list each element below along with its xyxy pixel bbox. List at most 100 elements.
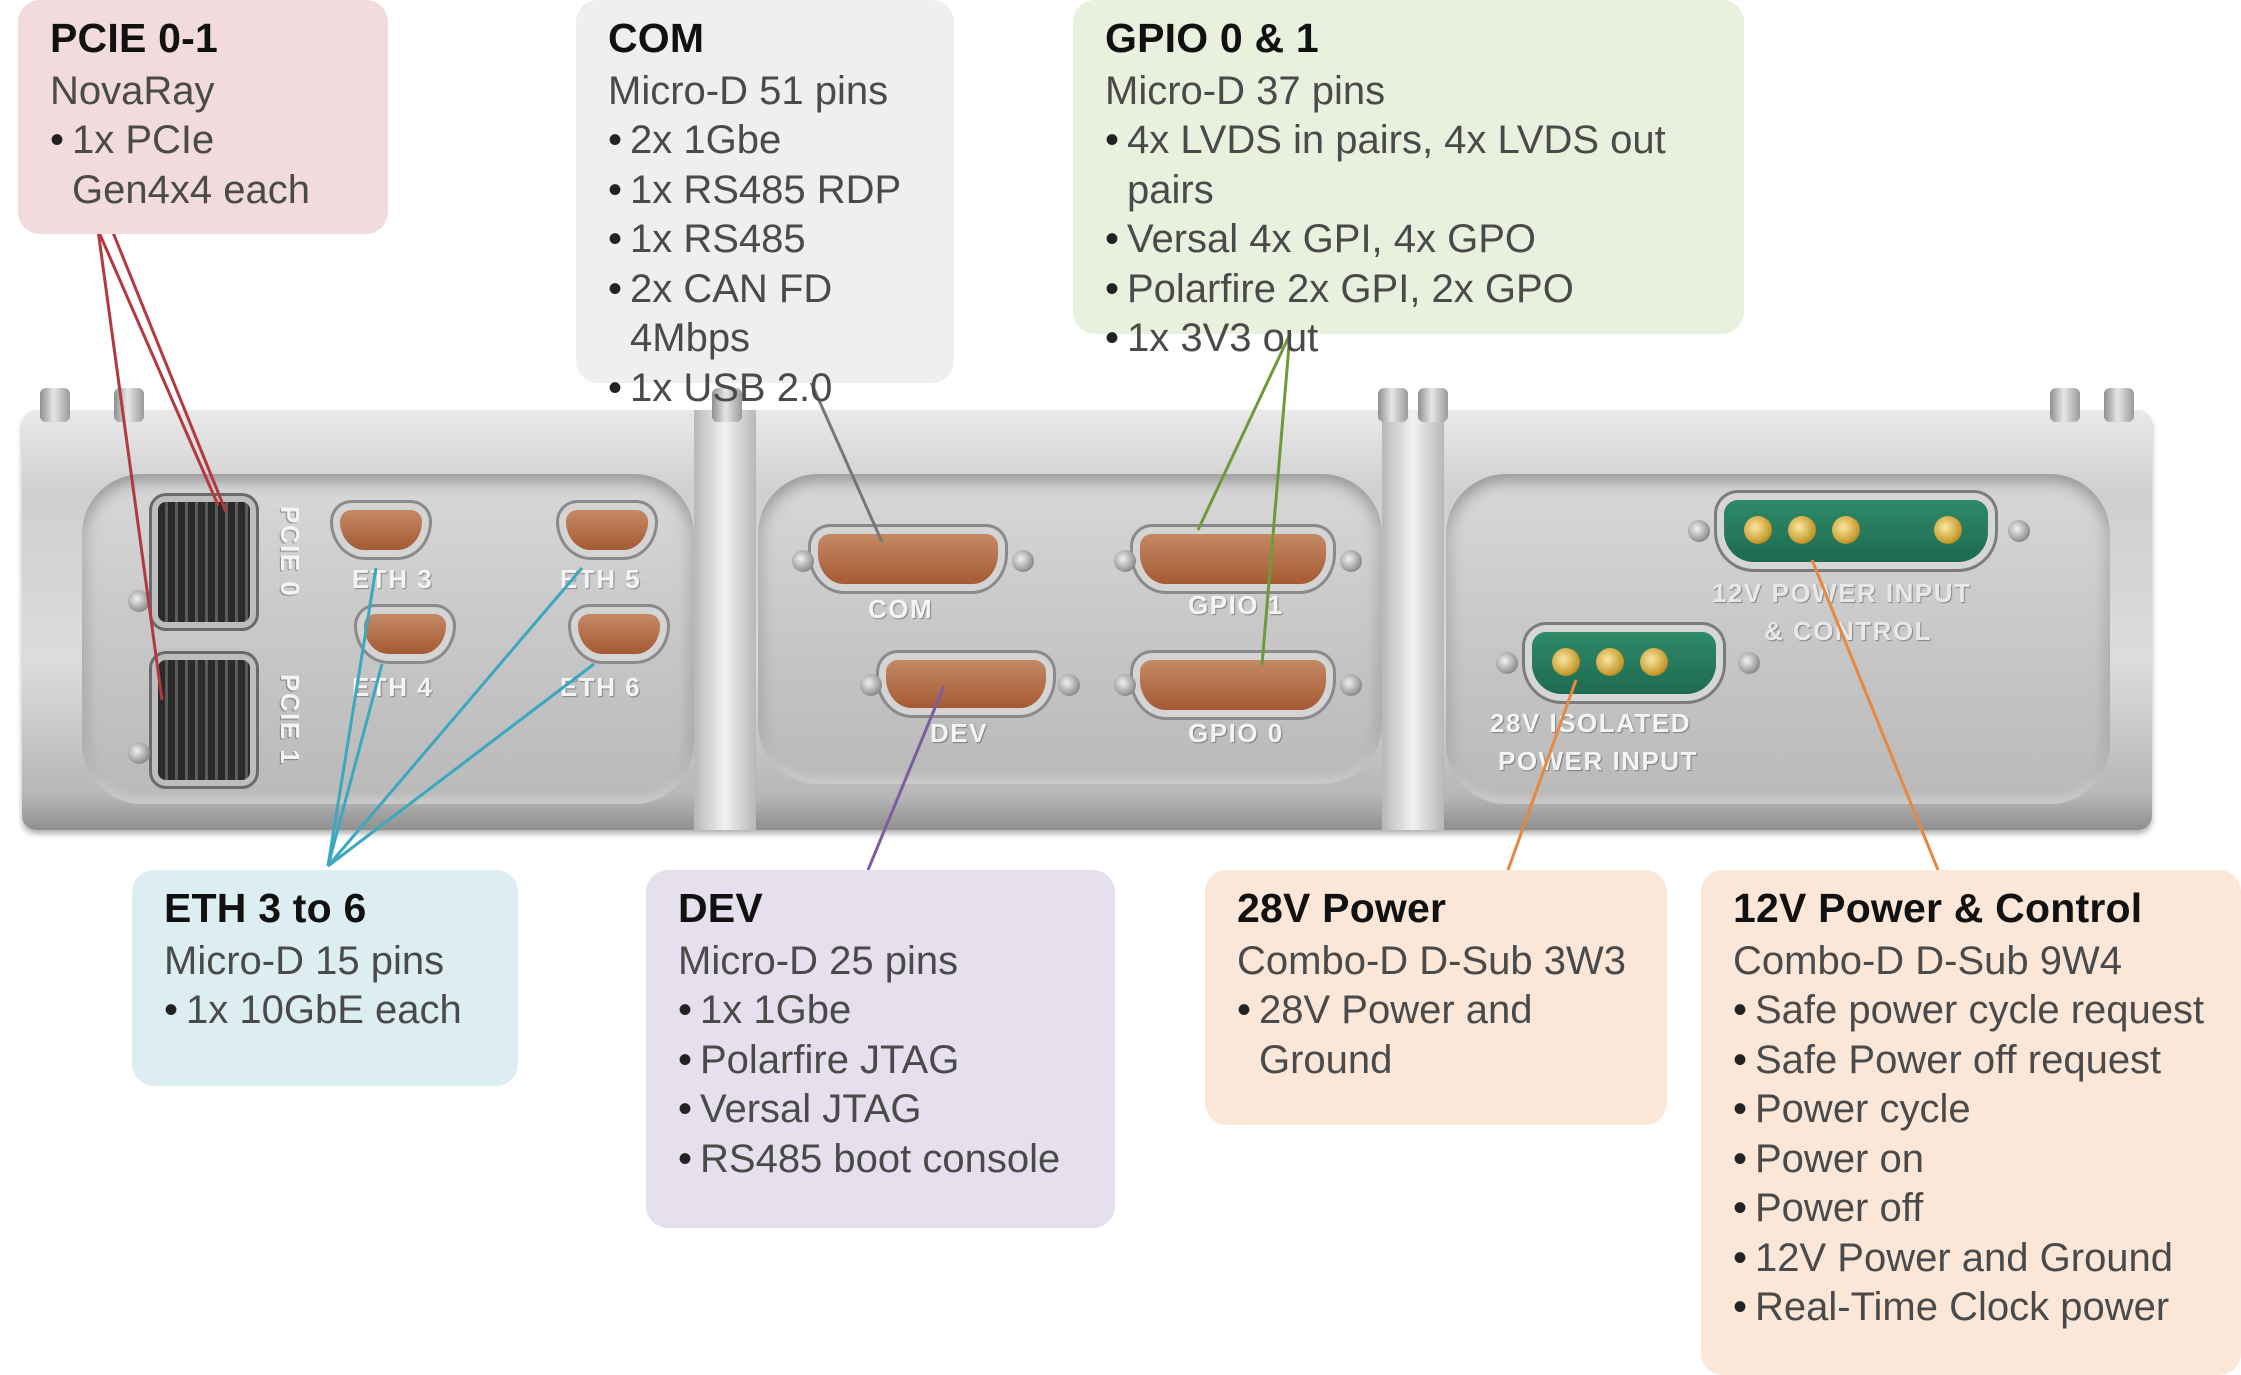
callout-item: Power cycle [1733,1085,2211,1135]
gpio-leader-line [1260,333,1292,666]
connector-screw [1688,520,1710,542]
pcie-leader-line [110,229,228,513]
eth-leader-line [326,567,584,867]
connector-screw [1496,652,1518,674]
callout-item: Power on [1733,1135,2211,1185]
eth3-connector [340,510,422,550]
chassis-bolt [40,388,70,422]
callout-power28: 28V Power Combo-D D-Sub 3W3 28V Power an… [1205,870,1667,1125]
eth5-connector [566,510,648,550]
eth4-label: ETH 4 [352,672,434,702]
panel-middle [758,474,1382,784]
callout-item: Safe power cycle request [1733,986,2211,1036]
dev-connector [886,660,1046,708]
connector-screw [1340,550,1362,572]
connector-chassis: PCIE 0 PCIE 1 ETH 3 ETH 5 ETH 4 ETH 6 CO… [22,382,2152,842]
eth-leader-line [327,662,595,868]
eth4-connector [364,614,446,654]
eth-leader-line [326,663,384,867]
callout-list: 1x 10GbE each [164,986,488,1036]
callout-list: 1x 1Gbe Polarfire JTAG Versal JTAG RS485… [678,986,1085,1184]
power12-pin [1744,516,1772,544]
callout-eth: ETH 3 to 6 Micro-D 15 pins 1x 10GbE each [132,870,518,1086]
com-label: COM [868,594,934,624]
callout-item: 1x 1Gbe [678,986,1085,1036]
callout-item: Versal JTAG [678,1085,1085,1135]
eth6-connector [578,614,660,654]
callout-title: 12V Power & Control [1733,885,2143,931]
callout-subtitle: NovaRay [50,69,215,113]
pcie1-connector [158,660,250,780]
pcie0-connector [158,502,250,622]
callout-title: COM [608,15,705,61]
callout-title: ETH 3 to 6 [164,885,367,931]
gpio0-label: GPIO 0 [1188,718,1284,748]
callout-title: GPIO 0 & 1 [1105,15,1319,61]
connector-screw [1738,652,1760,674]
power12-leader-line [1810,559,1940,871]
pcie0-label: PCIE 0 [275,506,305,598]
pcie1-label: PCIE 1 [275,674,305,766]
eth3-label: ETH 3 [352,564,434,594]
pcie-leader-line [96,229,220,506]
power28-pin [1640,648,1668,676]
eth6-label: ETH 6 [560,672,642,702]
connector-screw [1114,674,1136,696]
power28-label-line2: POWER INPUT [1498,746,1698,776]
connector-screw [860,674,882,696]
callout-subtitle: Combo-D D-Sub 3W3 [1237,939,1627,983]
callout-item: Polarfire JTAG [678,1036,1085,1086]
power28-pin [1552,648,1580,676]
callout-item: 1x 3V3 out [1105,314,1714,364]
callout-item: 28V Power and Ground [1237,986,1637,1085]
callout-item: Safe Power off request [1733,1036,2211,1086]
power28-leader-line [1506,679,1578,871]
callout-subtitle: Combo-D D-Sub 9W4 [1733,939,2123,983]
callout-item: Real-Time Clock power [1733,1283,2211,1333]
power28-label-line1: 28V ISOLATED [1490,708,1692,738]
callout-list: 2x 1Gbe 1x RS485 RDP 1x RS485 2x CAN FD … [608,116,924,413]
callout-item: 1x PCIe Gen4x4 each [50,116,358,215]
gpio-leader-line [1196,333,1292,531]
callout-title: PCIE 0-1 [50,15,218,61]
callout-item: Power off [1733,1184,2211,1234]
chassis-bolt [1378,388,1408,422]
connector-screw [1114,550,1136,572]
chassis-divider-1 [694,410,756,830]
gpio-leaders [1196,333,1292,666]
connector-screw [2008,520,2030,542]
callout-item: 2x CAN FD 4Mbps [608,265,924,364]
callout-list: 4x LVDS in pairs, 4x LVDS out pairs Vers… [1105,116,1714,364]
power12-pin [1788,516,1816,544]
chassis-bolt [2050,388,2080,422]
callout-dev: DEV Micro-D 25 pins 1x 1Gbe Polarfire JT… [646,870,1115,1228]
callout-item: Versal 4x GPI, 4x GPO [1105,215,1714,265]
callout-list: 28V Power and Ground [1237,986,1637,1085]
callout-item: 1x USB 2.0 [608,364,924,414]
callout-com: COM Micro-D 51 pins 2x 1Gbe 1x RS485 RDP… [576,0,954,410]
callout-subtitle: Micro-D 51 pins [608,69,889,113]
gpio1-connector [1140,534,1326,584]
callout-item: 2x 1Gbe [608,116,924,166]
callout-item: 12V Power and Ground [1733,1234,2211,1284]
power12-label-line1: 12V POWER INPUT [1712,578,1972,608]
callout-item: 4x LVDS in pairs, 4x LVDS out pairs [1105,116,1714,215]
callout-item: 1x RS485 RDP [608,166,924,216]
dev-label: DEV [930,718,988,748]
callout-item: RS485 boot console [678,1135,1085,1185]
connector-screw [128,742,150,764]
eth-leaders [326,567,595,868]
callout-title: DEV [678,885,763,931]
connector-screw [128,590,150,612]
power12-pin [1934,516,1962,544]
gpio0-connector [1140,660,1326,710]
callout-item: 1x RS485 [608,215,924,265]
power12-label-line2: & CONTROL [1764,616,1933,646]
callout-power12: 12V Power & Control Combo-D D-Sub 9W4 Sa… [1701,870,2241,1375]
callout-subtitle: Micro-D 15 pins [164,939,445,983]
callout-title: 28V Power [1237,885,1447,931]
connector-screw [792,550,814,572]
callout-list: 1x PCIe Gen4x4 each [50,116,358,215]
chassis-bolt [2104,388,2134,422]
callout-subtitle: Micro-D 25 pins [678,939,959,983]
